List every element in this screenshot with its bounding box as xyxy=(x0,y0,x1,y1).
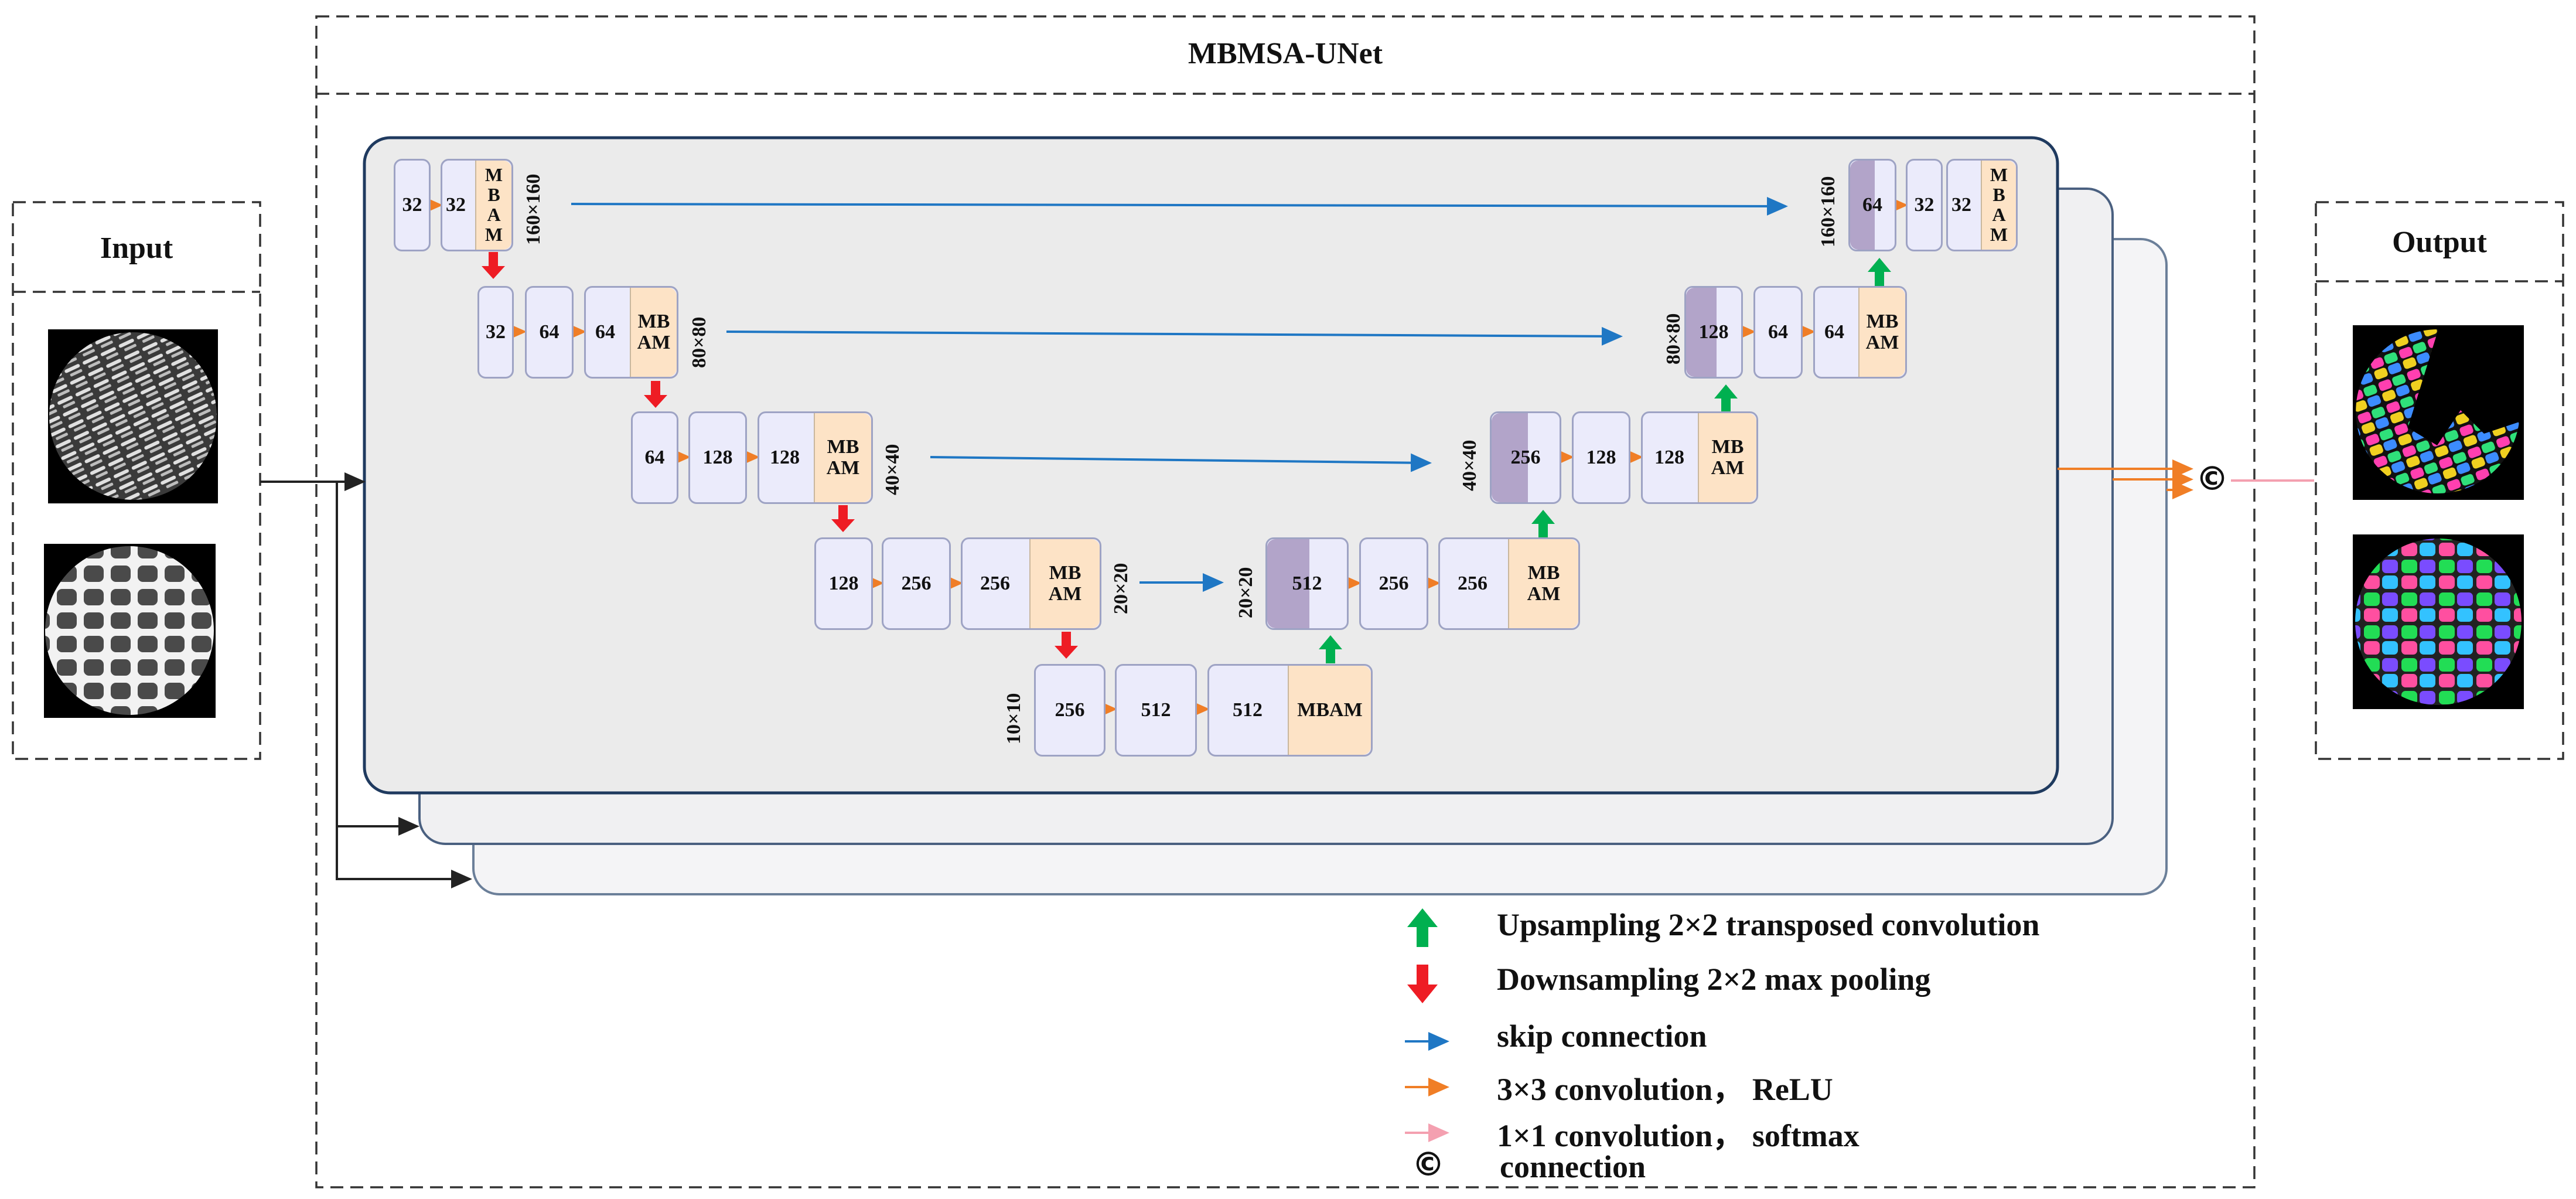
dec3-conv2: 128 xyxy=(1572,411,1630,504)
input-arrows xyxy=(260,472,472,888)
panel-front xyxy=(363,136,2059,795)
bottleneck-mbam: MBAM xyxy=(1288,666,1371,755)
dec3-dim: 40×40 xyxy=(1459,440,1480,491)
legend-upsampling: Upsampling 2×2 transposed convolution xyxy=(1497,907,2040,942)
enc3-conv2: 128 xyxy=(688,411,747,504)
bottleneck-conv3: 512 MBAM xyxy=(1207,664,1373,757)
downsampling-arrows xyxy=(482,252,1078,659)
output-label: Output xyxy=(2392,226,2487,259)
output-frame xyxy=(2315,201,2564,760)
enc3-dim: 40×40 xyxy=(882,444,903,495)
legend-connection: connection xyxy=(1500,1149,1646,1184)
diagram-title: MBMSA-UNet xyxy=(1188,37,1383,70)
skip-connections xyxy=(571,196,1788,592)
enc4-conv2: 256 xyxy=(882,537,951,630)
bottleneck-dim: 10×10 xyxy=(1003,693,1025,744)
enc4-conv1: 128 xyxy=(814,537,873,630)
legend-downsampling: Downsampling 2×2 max pooling xyxy=(1497,962,1931,997)
bottleneck-conv1: 256 xyxy=(1034,664,1106,757)
dec1-conv2: 32 xyxy=(1906,159,1943,251)
dec4-up: 512 xyxy=(1265,537,1349,630)
main-frame xyxy=(315,15,2256,1188)
bottleneck-conv2: 512 xyxy=(1115,664,1197,757)
upsampling-arrows xyxy=(1319,258,1891,663)
enc3-conv1: 64 xyxy=(631,411,678,504)
dec4-conv2: 256 xyxy=(1359,537,1428,630)
dec2-conv2: 64 xyxy=(1753,286,1803,379)
dec2-up: 128 xyxy=(1684,286,1743,379)
dec2-upsample-part xyxy=(1686,288,1717,377)
dec1-upsample-part xyxy=(1850,161,1875,250)
dec1-up: 64 xyxy=(1848,159,1896,251)
legend-conv3: 3×3 convolution， ReLU xyxy=(1497,1072,1833,1107)
input-label: Input xyxy=(100,231,173,265)
concat-symbol: © xyxy=(2196,460,2229,498)
legend-conv1: 1×1 convolution， softmax xyxy=(1497,1118,1860,1153)
enc4-dim: 20×20 xyxy=(1110,563,1132,614)
enc1-dim: 160×160 xyxy=(523,173,544,245)
input-image-bottom xyxy=(44,544,216,718)
output-segmentation-top xyxy=(2353,325,2524,500)
enc2-conv1: 32 xyxy=(477,286,514,379)
enc2-conv2: 64 xyxy=(525,286,574,379)
dec3-up: 256 xyxy=(1490,411,1561,504)
legend-up-arrow-icon xyxy=(1407,908,1438,947)
dec1-dim: 160×160 xyxy=(1817,176,1839,247)
dec3-upsample-part xyxy=(1492,413,1528,502)
legend-down-arrow-icon xyxy=(1407,965,1438,1003)
output-arrows xyxy=(2058,459,2193,499)
dec4-dim: 20×20 xyxy=(1235,567,1257,618)
legend-connection-symbol: © xyxy=(1412,1146,1445,1184)
conv-arrows xyxy=(422,196,1908,718)
legend-skip: skip connection xyxy=(1497,1019,1707,1054)
output-segmentation-bottom xyxy=(2353,534,2524,709)
dec4-upsample-part xyxy=(1267,539,1309,628)
enc2-dim: 80×80 xyxy=(688,316,710,368)
enc1-conv1: 32 xyxy=(394,159,431,251)
input-image-top xyxy=(48,329,218,503)
dec2-dim: 80×80 xyxy=(1663,313,1684,365)
